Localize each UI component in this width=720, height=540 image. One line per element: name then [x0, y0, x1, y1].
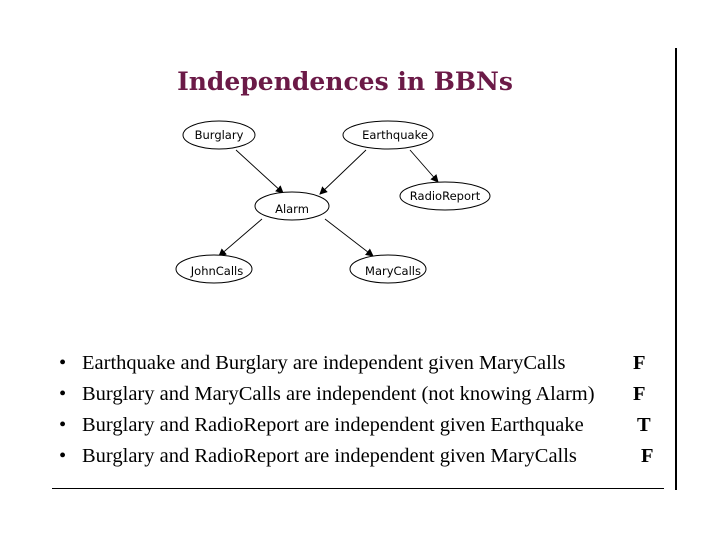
statement-3-text: Burglary and RadioReport are independent…	[82, 414, 584, 436]
edge-burglary-alarm	[235, 149, 284, 194]
edge-earthquake-alarm	[319, 149, 367, 195]
statement-4-text: Burglary and RadioReport are independent…	[82, 445, 577, 467]
statement-4: • Burglary and RadioReport are independe…	[55, 441, 675, 471]
statement-1-text: Earthquake and Burglary are independent …	[82, 352, 566, 374]
bottom-divider	[52, 488, 664, 489]
node-earthquake: Earthquake	[342, 120, 434, 150]
edge-alarm-johncalls	[218, 218, 263, 257]
statement-1-answer: F	[633, 352, 646, 374]
edge-alarm-marycalls	[324, 218, 374, 257]
node-alarm: Alarm	[254, 191, 330, 221]
statement-4-bullet: •	[59, 445, 67, 467]
edge-earthquake-radioreport	[409, 149, 439, 183]
statement-2: • Burglary and MaryCalls are independent…	[55, 379, 675, 409]
statement-2-text: Burglary and MaryCalls are independent (…	[82, 383, 595, 405]
node-label-burglary: Burglary	[195, 128, 244, 142]
statement-4-answer: F	[641, 445, 654, 467]
statement-2-answer: F	[633, 383, 646, 405]
statement-3-answer: T	[637, 414, 651, 436]
slide-title: Independences in BBNs	[177, 67, 513, 96]
statement-2-bullet: •	[59, 383, 67, 405]
node-label-alarm: Alarm	[275, 202, 309, 216]
node-label-johncalls: JohnCalls	[190, 264, 243, 278]
right-divider	[675, 48, 677, 490]
node-johncalls: JohnCalls	[175, 254, 253, 284]
statement-1: • Earthquake and Burglary are independen…	[55, 348, 675, 378]
node-label-marycalls: MaryCalls	[365, 264, 421, 278]
statement-3: • Burglary and RadioReport are independe…	[55, 410, 675, 440]
node-marycalls: MaryCalls	[349, 254, 427, 284]
bayesian-network-diagram: Burglary Earthquake RadioReport Alarm Jo…	[175, 120, 491, 284]
node-radioreport: RadioReport	[399, 181, 491, 211]
statement-3-bullet: •	[59, 414, 67, 436]
node-label-radioreport: RadioReport	[410, 189, 481, 203]
node-burglary: Burglary	[182, 120, 256, 150]
statement-1-bullet: •	[59, 352, 67, 374]
node-label-earthquake: Earthquake	[362, 128, 428, 142]
